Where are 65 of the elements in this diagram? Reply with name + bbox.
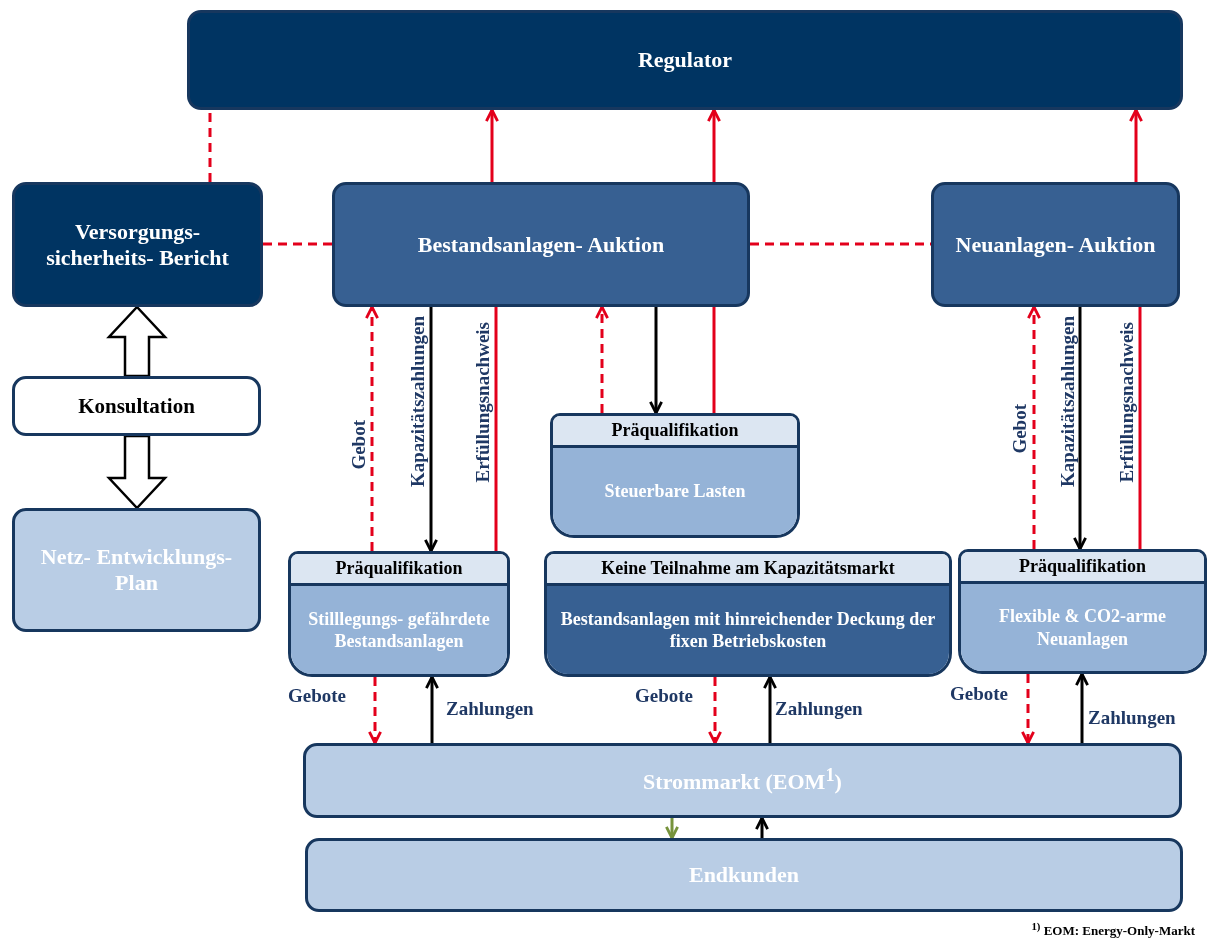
connector-line <box>263 242 332 246</box>
card-body-text: Bestandsanlagen mit hinreichender Deckung der fixen Betriebskosten <box>559 607 937 653</box>
process-box <box>305 838 1183 912</box>
edge-label: Kapazitätszahlungen <box>408 316 427 488</box>
arrow <box>649 307 663 415</box>
edge-label: Gebote <box>635 686 694 705</box>
node-title: Versorgungs- sicherheits- Bericht <box>45 218 230 271</box>
arrow <box>425 675 439 743</box>
edge-label: Gebote <box>288 686 347 705</box>
process-box <box>332 182 750 307</box>
arrow <box>708 677 722 745</box>
edge-label: Zahlungen <box>775 699 863 718</box>
card <box>544 551 952 677</box>
node-title: Strommarkt (EOM$^{1}$) <box>642 765 843 796</box>
connector-line <box>1138 307 1142 549</box>
arrow <box>755 816 769 838</box>
footnote: $^{1)}$ EOM: Energy-Only-Markt <box>1031 920 1195 940</box>
edge-label: Zahlungen <box>1088 708 1176 727</box>
card-heading: Präqualifikation <box>553 416 797 448</box>
arrow <box>485 108 499 182</box>
node-title: Bestandsanlagen- Auktion <box>416 231 666 258</box>
card <box>958 549 1207 674</box>
edge-label: Gebot <box>349 420 368 470</box>
arrow <box>707 108 721 182</box>
arrow <box>424 307 438 553</box>
arrow <box>1027 305 1041 549</box>
node-title: Neuanlagen- Auktion <box>954 231 1157 258</box>
arrow <box>1021 674 1035 745</box>
process-box <box>12 182 263 307</box>
process-box <box>12 376 261 436</box>
edge-label: Gebot <box>1010 404 1029 454</box>
connector-line <box>208 110 212 182</box>
arrow <box>665 818 679 840</box>
edge-label: Kapazitätszahlungen <box>1058 316 1077 488</box>
card-heading: Präqualifikation <box>961 552 1204 584</box>
connector-line <box>712 307 716 413</box>
process-box <box>931 182 1180 307</box>
arrow <box>368 677 382 745</box>
card-body-text: Flexible & CO2-arme Neuanlagen <box>998 605 1167 650</box>
card-body-text: Steuerbare Lasten <box>604 480 746 503</box>
connector-line <box>494 307 498 551</box>
card-body-text: Stilllegungs- gefährdete Bestandsanlagen <box>307 607 491 653</box>
node-title: Netz- Entwicklungs- Plan <box>39 543 234 597</box>
process-box <box>303 743 1182 818</box>
arrow <box>1129 108 1143 182</box>
node-title: Regulator <box>636 47 734 73</box>
arrow <box>1075 672 1089 743</box>
block-arrow <box>106 305 168 378</box>
card <box>550 413 800 538</box>
card <box>288 551 510 677</box>
process-box <box>187 10 1183 110</box>
edge-label: Zahlungen <box>446 699 534 718</box>
edge-label: Erfüllungsnachweis <box>473 322 492 483</box>
arrow <box>595 305 609 413</box>
card-heading: Präqualifikation <box>291 554 507 586</box>
card-heading: Keine Teilnahme am Kapazitätsmarkt <box>547 554 949 586</box>
arrow <box>365 305 379 551</box>
node-title: Konsultation <box>77 393 196 419</box>
arrow <box>1073 307 1087 551</box>
edge-label: Erfüllungsnachweis <box>1117 322 1136 483</box>
node-title: Endkunden <box>687 861 801 889</box>
edge-label: Gebote <box>950 684 1009 703</box>
process-box <box>12 508 261 632</box>
arrow <box>763 675 777 743</box>
block-arrow <box>106 434 168 510</box>
